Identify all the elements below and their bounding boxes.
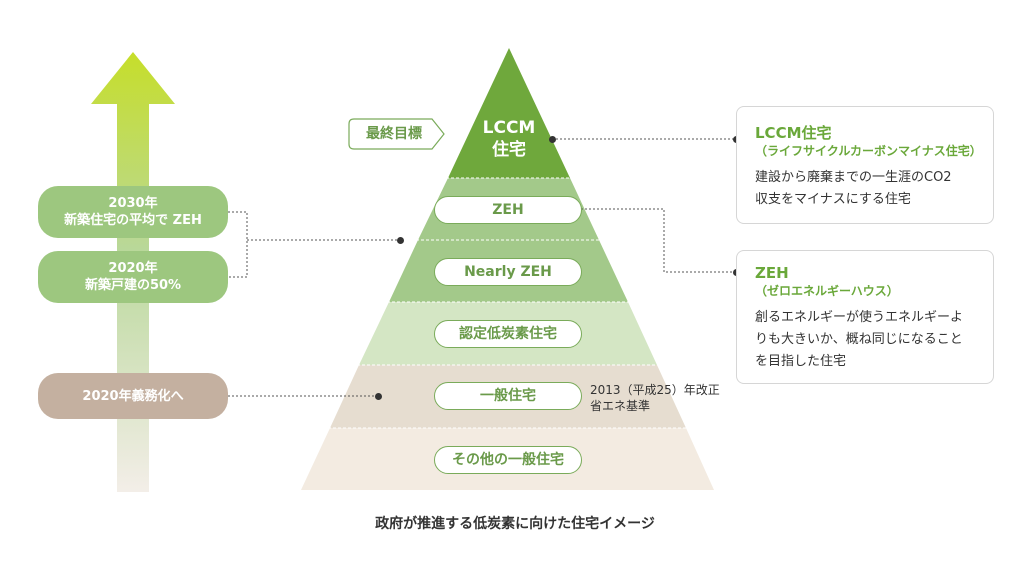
tier-label-nearly-zeh: Nearly ZEH bbox=[434, 258, 582, 286]
zeh-card-body-line1: 創るエネルギーが使うエネルギーよ bbox=[755, 310, 964, 325]
pill-2020-mandatory-label: 2020年義務化へ bbox=[82, 388, 184, 404]
pill-2030-target: 2030年 新築住宅の平均で ZEH bbox=[38, 186, 228, 238]
pill-2020-new-homes: 2020年 新築戸建の50% bbox=[38, 251, 228, 303]
diagram-caption: 政府が推進する低炭素に向けた住宅イメージ bbox=[375, 516, 655, 532]
standard-note-line1: 2013（平成25）年改正 bbox=[590, 383, 720, 397]
zeh-info-card: ZEH （ゼロエネルギーハウス） 創るエネルギーが使うエネルギーよ りも大きいか… bbox=[736, 250, 994, 384]
pill-2020-mandatory: 2020年義務化へ bbox=[38, 373, 228, 419]
pyramid-tier-lccm bbox=[448, 48, 570, 178]
standard-note: 2013（平成25）年改正 省エネ基準 bbox=[590, 382, 720, 414]
pyramid-top-line2: 住宅 bbox=[492, 140, 526, 160]
lccm-card-subtitle: （ライフサイクルカーボンマイナス住宅） bbox=[755, 144, 982, 158]
connector-dot-zeh-tier bbox=[397, 237, 404, 244]
lccm-card-body: 建設から廃棄までの一生涯のCO2 収支をマイナスにする住宅 bbox=[755, 167, 993, 211]
lccm-card-body-line2: 収支をマイナスにする住宅 bbox=[755, 192, 911, 207]
zeh-card-title: ZEH bbox=[755, 264, 789, 282]
pill-2020-line2: 新築戸建の50% bbox=[84, 278, 182, 293]
pill-2030-line1: 2030年 bbox=[108, 196, 158, 211]
tier-label-other: その他の一般住宅 bbox=[434, 446, 582, 474]
tier-label-low-carbon: 認定低炭素住宅 bbox=[434, 320, 582, 348]
tier-label-zeh: ZEH bbox=[434, 196, 582, 224]
final-goal-label: 最終目標 bbox=[366, 126, 422, 142]
tier-label-general: 一般住宅 bbox=[434, 382, 582, 410]
zeh-card-subtitle: （ゼロエネルギーハウス） bbox=[755, 284, 899, 298]
lccm-card-body-line1: 建設から廃棄までの一生涯のCO2 bbox=[755, 170, 952, 185]
final-goal-callout bbox=[348, 118, 445, 150]
pyramid-top-line1: LCCM bbox=[482, 118, 536, 138]
pill-2030-line2: 新築住宅の平均で ZEH bbox=[64, 213, 202, 228]
connector-dot-lccm bbox=[549, 136, 556, 143]
lccm-info-card: LCCM住宅 （ライフサイクルカーボンマイナス住宅） 建設から廃棄までの一生涯の… bbox=[736, 106, 994, 224]
connector-dot-general-tier bbox=[375, 393, 382, 400]
zeh-card-body-line3: を目指した住宅 bbox=[755, 354, 847, 369]
zeh-card-body: 創るエネルギーが使うエネルギーよ りも大きいか、概ね同じになること を目指した住… bbox=[755, 307, 993, 373]
lccm-card-title: LCCM住宅 bbox=[755, 124, 832, 142]
zeh-card-body-line2: りも大きいか、概ね同じになること bbox=[755, 332, 963, 347]
standard-note-line2: 省エネ基準 bbox=[590, 399, 651, 413]
pill-2020-line1: 2020年 bbox=[108, 261, 158, 276]
pyramid-top-label: LCCM 住宅 bbox=[459, 117, 559, 161]
